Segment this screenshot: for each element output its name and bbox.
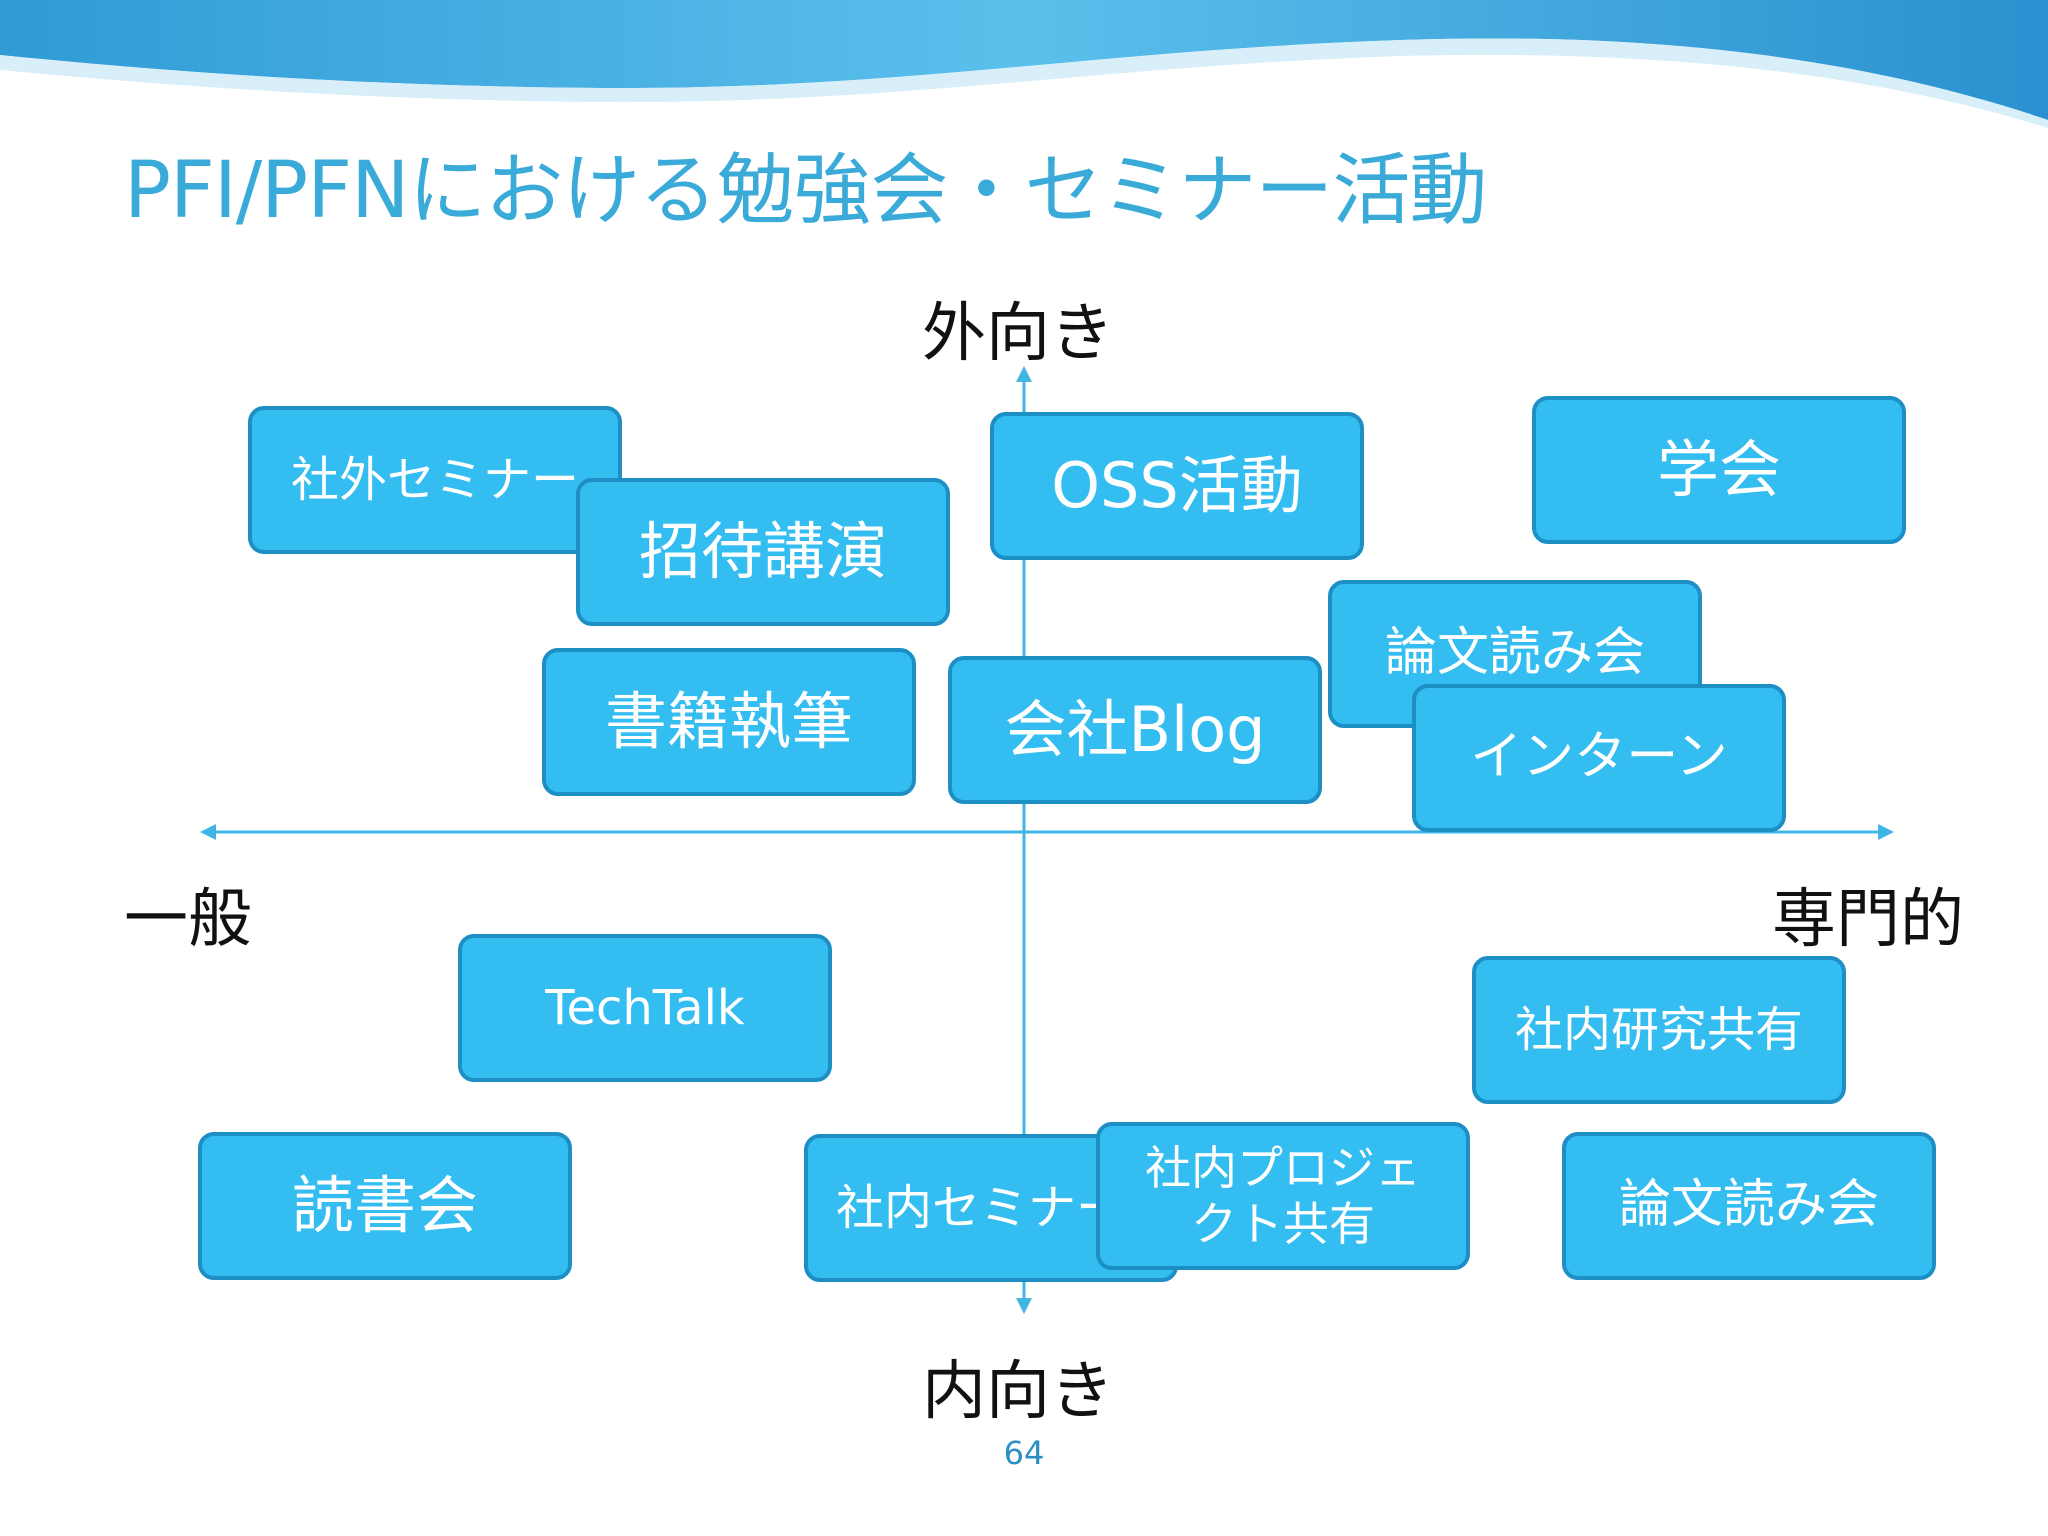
- activity-label: 会社Blog: [1004, 693, 1266, 767]
- activity-label: TechTalk: [545, 979, 745, 1036]
- top-arrowhead: [1016, 366, 1032, 382]
- axis-label-inward: 内向き: [922, 1355, 1114, 1429]
- page-number: 64: [1003, 1434, 1045, 1472]
- slide-title: PFI/PFNにおける勉強会・セミナー活動: [124, 146, 1487, 236]
- activity-label: 書籍執筆: [604, 685, 853, 759]
- activity-label: 招待講演: [638, 515, 887, 589]
- bottom-arrowhead: [1016, 1298, 1032, 1314]
- activity-box-internal-project-sharing: 社内プロジェ クト共有: [1096, 1122, 1470, 1270]
- activity-label: 社内セミナー: [836, 1179, 1125, 1236]
- header-wave-decoration: [0, 0, 2048, 128]
- activity-box-external-seminar: 社外セミナー: [248, 406, 622, 554]
- activity-label: 論文読み会: [1384, 623, 1645, 684]
- activity-box-company-blog: 会社Blog: [948, 656, 1322, 804]
- activity-box-paper-reading-inward: 論文読み会: [1562, 1132, 1936, 1280]
- activity-box-techtalk: TechTalk: [458, 934, 832, 1082]
- activity-label: 社内研究共有: [1514, 1001, 1803, 1058]
- activity-box-academic-society: 学会: [1532, 396, 1906, 544]
- activity-box-internal-research-sharing: 社内研究共有: [1472, 956, 1846, 1104]
- activity-label-line2: クト共有: [1191, 1197, 1375, 1251]
- activity-label: OSS活動: [1051, 449, 1303, 523]
- activity-label: 学会: [1656, 433, 1781, 507]
- activity-label: 論文読み会: [1618, 1175, 1879, 1236]
- activity-label-line1: 社内プロジェ: [1145, 1140, 1421, 1195]
- axis-label-general: 一般: [124, 883, 252, 957]
- axis-label-specialized: 専門的: [1772, 883, 1964, 957]
- axis-label-outward: 外向き: [922, 297, 1114, 371]
- right-arrowhead: [1878, 824, 1894, 840]
- activity-label: 読書会: [291, 1169, 478, 1243]
- activity-label: 社外セミナー: [290, 451, 579, 508]
- activity-box-book-writing: 書籍執筆: [542, 648, 916, 796]
- activity-label: インターン: [1470, 727, 1728, 788]
- activity-box-internship: インターン: [1412, 684, 1786, 832]
- activity-box-invited-talk: 招待講演: [576, 478, 950, 626]
- left-arrowhead: [200, 824, 216, 840]
- activity-box-reading-group: 読書会: [198, 1132, 572, 1280]
- activity-box-oss: OSS活動: [990, 412, 1364, 560]
